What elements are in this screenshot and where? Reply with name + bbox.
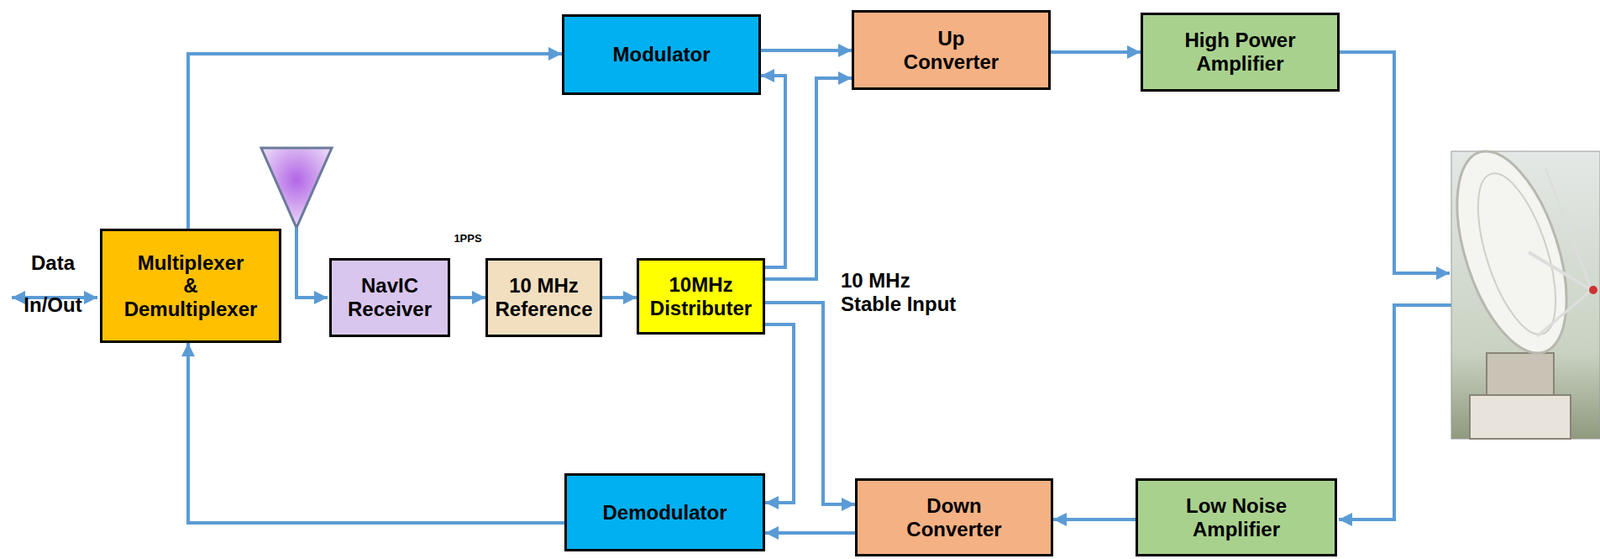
dish-strut	[1537, 289, 1592, 336]
demodulator-box: Demodulator	[564, 472, 766, 551]
amplifier-box: High Power Amplifier	[1140, 12, 1340, 92]
text-line: Converter	[906, 517, 1002, 541]
distributer-box: 10MHz Distributer	[636, 257, 766, 335]
converter-box: Down Converter	[855, 477, 1054, 557]
text-line: Reference	[494, 297, 593, 321]
box-label: Low Noise Amplifier	[1185, 493, 1287, 541]
text-line: Low Noise	[1185, 493, 1287, 518]
dish-building	[1469, 394, 1571, 439]
text-line: Distributer	[650, 296, 752, 320]
dish-reflector	[1435, 137, 1589, 367]
box-label: NavIC Receiver	[347, 273, 432, 320]
dish-photo	[1435, 137, 1600, 439]
signal-arrow	[765, 324, 794, 503]
receiver-box: NavIC Receiver	[329, 257, 451, 337]
box-label: Down Converter	[906, 493, 1002, 541]
amplifier-box: Low Noise Amplifier	[1135, 477, 1338, 557]
mux-box: Multiplexer & Demultiplexer	[99, 228, 282, 343]
signal-arrow	[760, 75, 786, 268]
signal-arrow	[188, 342, 565, 523]
antenna-wire	[296, 227, 328, 298]
text-line: 10MHz	[650, 272, 752, 297]
signal-arrow	[602, 295, 637, 300]
box-label: Demodulator	[602, 500, 727, 525]
box-label: Multiplexer & Demultiplexer	[124, 251, 258, 321]
text-line: Modulator	[613, 42, 711, 67]
dish-feed	[1589, 285, 1598, 294]
text-line: Amplifier	[1184, 52, 1296, 76]
text-line: Data	[14, 251, 92, 275]
box-label: Modulator	[613, 42, 711, 67]
text-line: Demultiplexer	[124, 297, 258, 321]
signal-arrow	[450, 295, 486, 300]
signal-arrow	[765, 302, 856, 504]
text-line: Amplifier	[1185, 517, 1287, 541]
dish-receive-wire	[1338, 304, 1452, 520]
text-line: Down	[906, 493, 1002, 518]
signal-name: 1PPS	[452, 231, 483, 245]
dish-strut	[1545, 167, 1592, 290]
io-label: Data In/Out	[14, 251, 92, 317]
reference-box: 10 MHz Reference	[485, 257, 603, 337]
box-label: 10 MHz Reference	[494, 273, 593, 320]
signal-label: 10 MHz Stable Input	[840, 268, 956, 316]
box-label: 10MHz Distributer	[650, 272, 752, 320]
box-label: High Power Amplifier	[1184, 28, 1296, 75]
text-line: Demodulator	[602, 500, 727, 525]
signal-arrow	[188, 53, 562, 229]
text-line: &	[124, 273, 258, 298]
modulator-box: Modulator	[561, 14, 761, 95]
text-line: Multiplexer	[124, 251, 258, 275]
text-line: NavIC	[347, 273, 432, 298]
text-line: Up	[903, 26, 999, 51]
signal-arrow	[765, 530, 856, 535]
antenna-symbol	[261, 147, 332, 228]
text-line: High Power	[1184, 28, 1296, 53]
signal-arrow	[760, 48, 852, 53]
converter-box: Up Converter	[851, 10, 1051, 90]
text-line: 10 MHz	[840, 268, 956, 293]
text-line: In/Out	[14, 293, 92, 317]
text-line: Stable Input	[840, 292, 956, 316]
dish-feed-wire	[1339, 52, 1450, 273]
dish-strut	[1528, 251, 1592, 290]
text-line: Converter	[903, 50, 999, 74]
box-label: Up Converter	[903, 26, 999, 74]
signal-arrow	[1053, 517, 1136, 521]
signal-arrow	[765, 78, 852, 279]
text-line: Receiver	[347, 297, 432, 321]
signal-arrow	[1050, 50, 1141, 54]
text-line: 10 MHz	[494, 273, 593, 298]
